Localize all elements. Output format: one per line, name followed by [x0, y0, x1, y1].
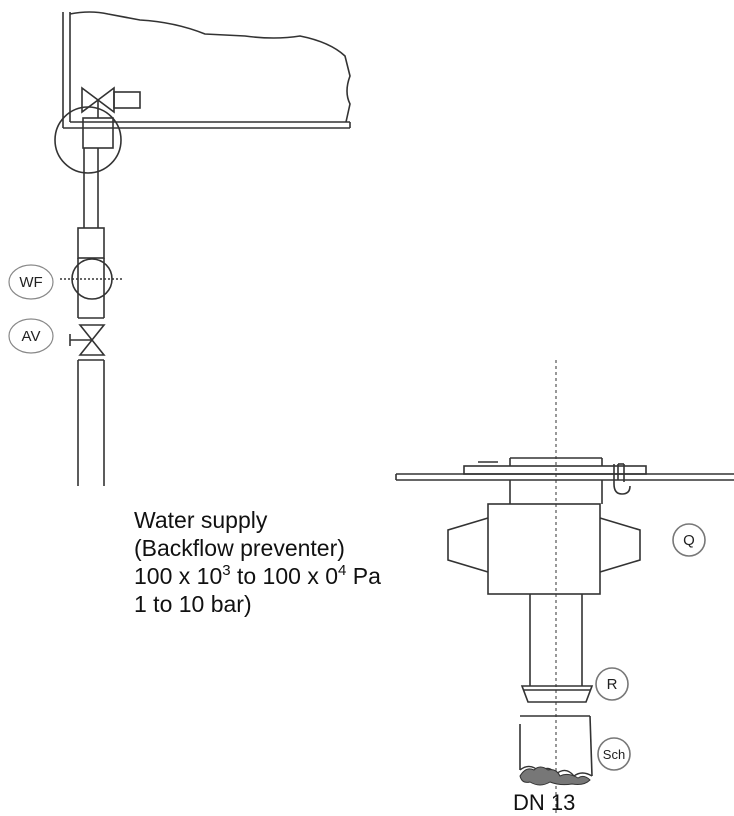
caption-line-3: 100 x 103 to 100 x 04 Pa — [134, 562, 381, 590]
caption-line-3-part-a: 100 x 10 — [134, 563, 223, 589]
r-label: R — [607, 676, 618, 693]
caption-line-3-exponent-1: 3 — [222, 562, 231, 579]
water-supply-caption: Water supply (Backflow preventer) 100 x … — [134, 506, 381, 618]
shutoff-valve-symbol — [69, 324, 106, 356]
caption-line-1: Water supply — [134, 507, 268, 533]
wf-label-circle — [8, 264, 54, 300]
detail-circle — [54, 106, 122, 174]
av-label: AV — [22, 328, 41, 345]
tank — [62, 11, 351, 129]
caption-line-3-part-c: Pa — [346, 563, 381, 589]
drain-assembly — [395, 360, 734, 816]
supply-pipe — [77, 148, 105, 486]
q-label: Q — [683, 532, 695, 549]
water-filter-symbol — [60, 258, 122, 300]
dn13-label: DN 13 — [513, 790, 576, 815]
inlet-valve — [81, 86, 141, 149]
r-label-circle — [595, 667, 629, 701]
sch-label-circle — [597, 737, 631, 771]
caption-line-2: (Backflow preventer) — [134, 535, 345, 561]
wf-label: WF — [19, 274, 42, 291]
caption-line-3-exponent-2: 4 — [338, 562, 347, 579]
sch-label: Sch — [603, 747, 625, 762]
caption-line-3-part-b: to 100 x 0 — [230, 563, 339, 589]
caption-line-4: 1 to 10 bar) — [134, 591, 252, 617]
q-label-circle — [672, 523, 706, 557]
av-label-circle — [8, 318, 54, 354]
